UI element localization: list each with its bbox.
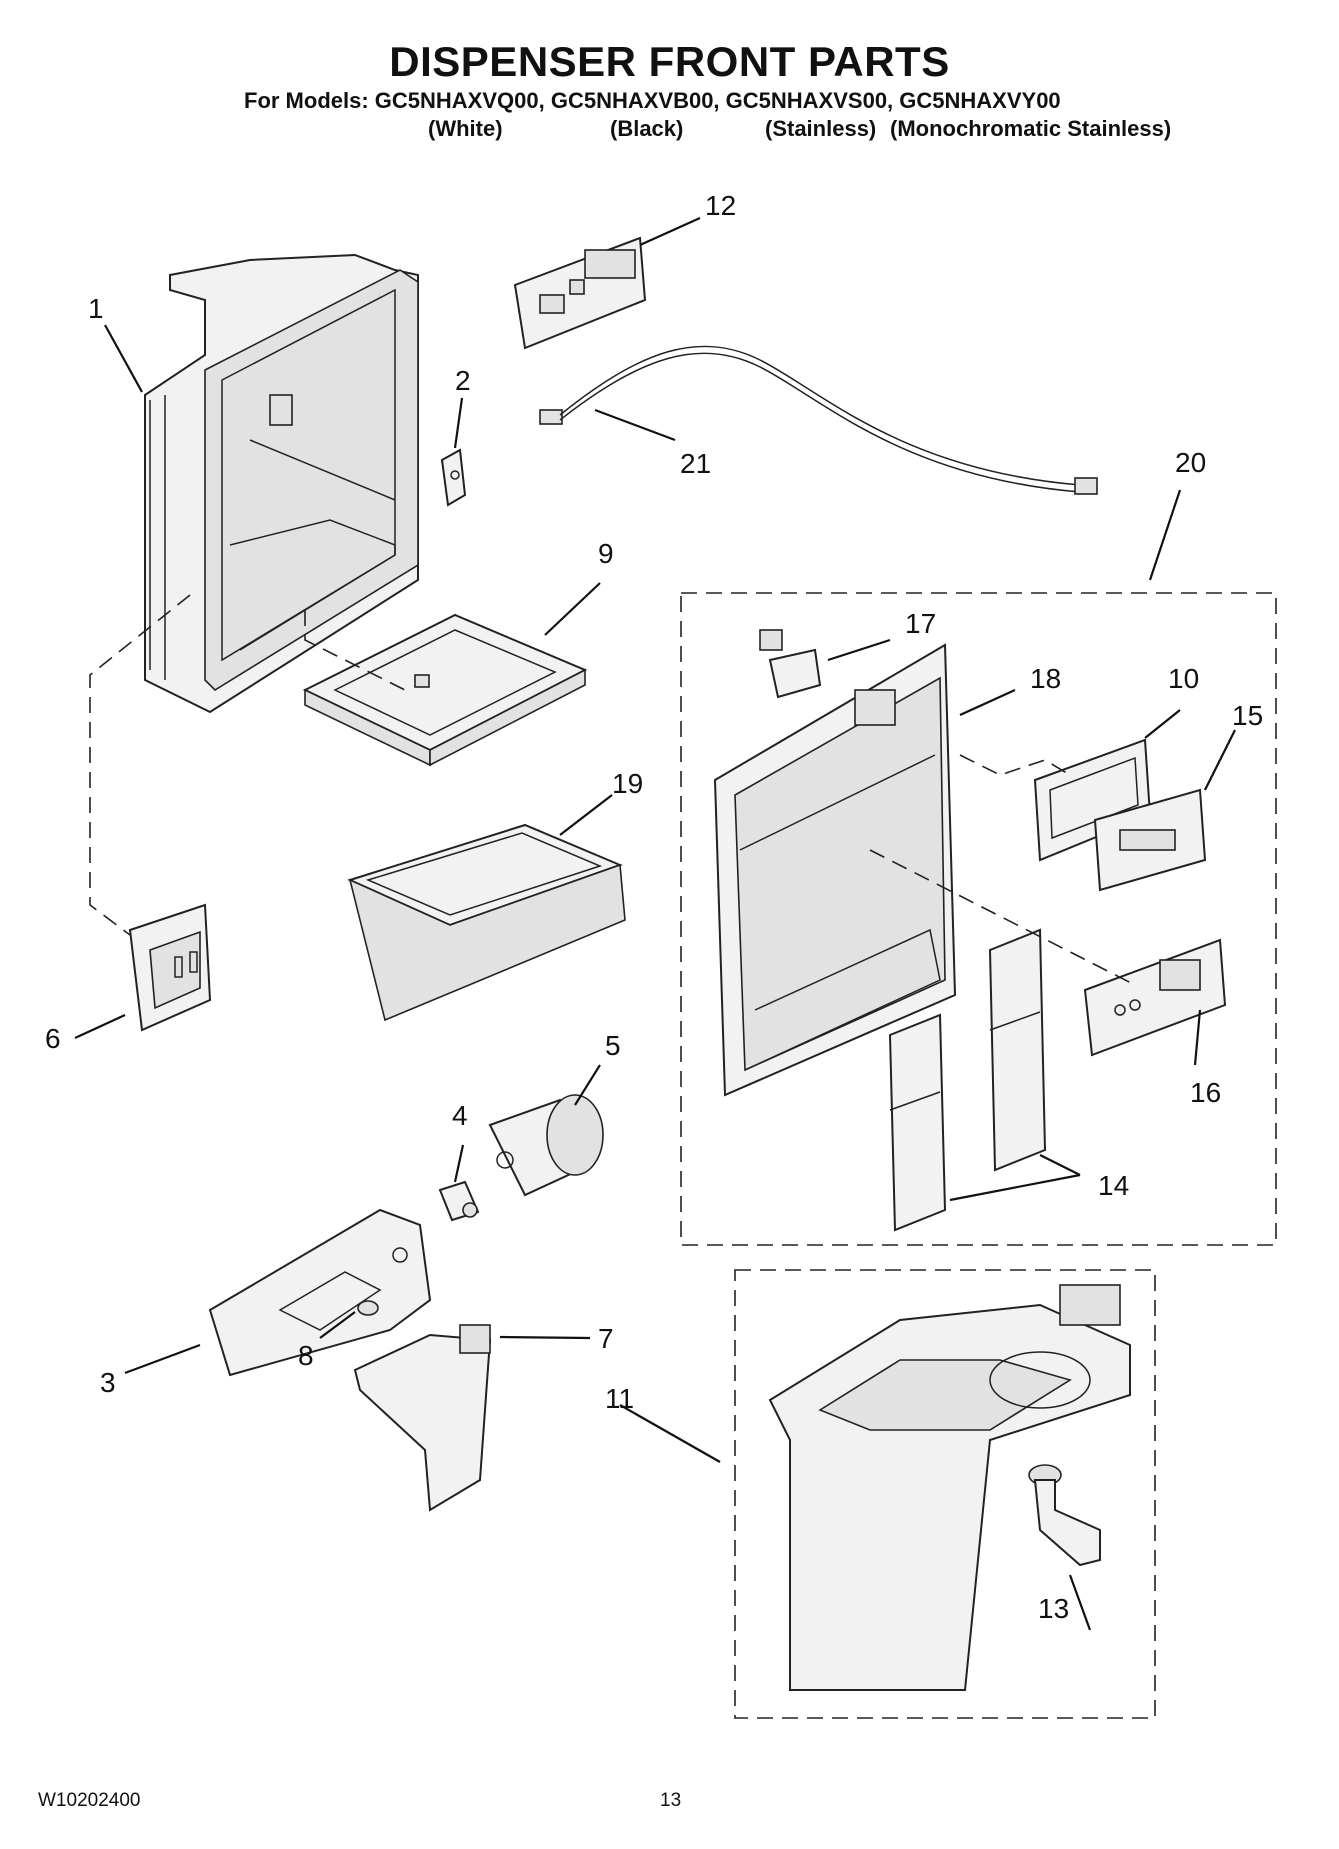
part-19-drip-tray <box>347 823 626 1022</box>
callout-14: 14 <box>1098 1170 1129 1201</box>
part-11-ice-chute <box>768 1284 1131 1691</box>
part-5-motor <box>488 1094 604 1197</box>
callout-2: 2 <box>455 365 471 396</box>
part-13-elbow-fitting <box>1028 1464 1101 1567</box>
callout-5: 5 <box>605 1030 621 1061</box>
color-white: (White) <box>428 116 503 141</box>
callout-12: 12 <box>705 190 736 221</box>
page-number: 13 <box>660 1790 682 1811</box>
models-line: For Models: GC5NHAXVQ00, GC5NHAXVB00, GC… <box>244 88 1061 113</box>
callout-18: 18 <box>1030 663 1061 694</box>
part-2-clip <box>440 448 467 507</box>
callout-10: 10 <box>1168 663 1199 694</box>
part-14-paddles <box>888 928 1047 1232</box>
callout-1: 1 <box>88 293 104 324</box>
part-16-control-panel <box>1083 938 1227 1057</box>
callout-13: 13 <box>1038 1593 1069 1624</box>
part-15-control-board <box>1093 788 1207 892</box>
callout-7: 7 <box>598 1323 614 1354</box>
color-stainless: (Stainless) <box>765 116 877 141</box>
callout-9: 9 <box>598 538 614 569</box>
part-17-sensor <box>759 629 822 699</box>
callout-19: 19 <box>612 768 643 799</box>
color-monochromatic-stainless: (Monochromatic Stainless) <box>890 116 1172 141</box>
part-21-wire-harness <box>539 345 1098 495</box>
callout-11: 11 <box>605 1383 634 1414</box>
group-box-ice-chute <box>734 1269 1156 1719</box>
callout-15: 15 <box>1232 700 1263 731</box>
part-1-dispenser-housing <box>144 253 419 714</box>
document-number: W10202400 <box>38 1790 141 1811</box>
part-6-bracket <box>128 903 212 1032</box>
callout-4: 4 <box>452 1100 468 1131</box>
callout-8: 8 <box>298 1340 314 1371</box>
callout-6: 6 <box>45 1023 61 1054</box>
part-9-tray-frame <box>302 613 588 767</box>
callout-20: 20 <box>1175 447 1206 478</box>
callout-3: 3 <box>100 1367 116 1398</box>
part-8-screw <box>357 1300 379 1316</box>
color-black: (Black) <box>610 116 684 141</box>
callout-17: 17 <box>905 608 936 639</box>
part-12-control-board <box>513 236 647 350</box>
part-7-actuator-arm <box>353 1324 492 1512</box>
part-18-front-panel <box>713 643 957 1097</box>
part-4-fitting <box>438 1180 480 1222</box>
part-3-lever-bracket <box>208 1208 432 1377</box>
callout-16: 16 <box>1190 1077 1221 1108</box>
callout-21: 21 <box>680 448 711 479</box>
page-title: DISPENSER FRONT PARTS <box>389 38 950 85</box>
